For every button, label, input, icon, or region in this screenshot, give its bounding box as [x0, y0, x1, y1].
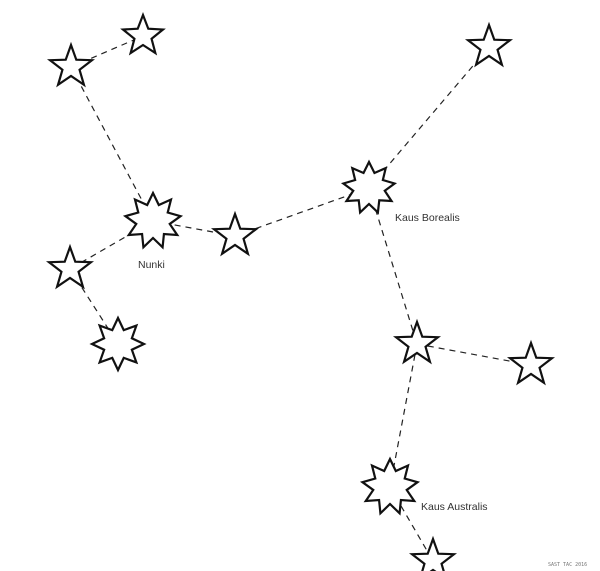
star-right-mid-icon: [392, 318, 442, 365]
star-center-icon: [210, 210, 260, 257]
star-far-right-icon: [506, 339, 556, 386]
link-top-left-to-nunki: [70, 66, 154, 222]
star-nunki-icon: [122, 190, 184, 250]
star-bottom-icon: [408, 535, 458, 571]
label-kaus-australis: Kaus Australis: [421, 501, 488, 513]
label-kaus-borealis: Kaus Borealis: [395, 212, 460, 224]
star-kaus-australis-icon: [359, 456, 421, 516]
label-nunki: Nunki: [138, 259, 165, 271]
star-left-mid-icon: [45, 243, 95, 290]
link-right-mid-to-kaus-australis: [389, 343, 418, 488]
star-kaus-borealis-icon: [340, 159, 398, 215]
star-top-right-icon: [464, 21, 514, 68]
watermark: SAST TAC 2016: [548, 562, 587, 568]
link-kaus-borealis-to-top-right: [368, 46, 490, 189]
constellation-stars: [45, 11, 556, 571]
link-right-mid-to-far-right: [416, 343, 532, 366]
star-left-bottom-icon: [89, 315, 147, 373]
constellation-lines: [69, 35, 532, 562]
star-top-left-2-icon: [120, 11, 166, 56]
link-kaus-borealis-to-right-mid: [368, 187, 418, 345]
star-top-left-icon: [46, 41, 96, 88]
link-center-to-kaus-borealis: [234, 187, 370, 237]
